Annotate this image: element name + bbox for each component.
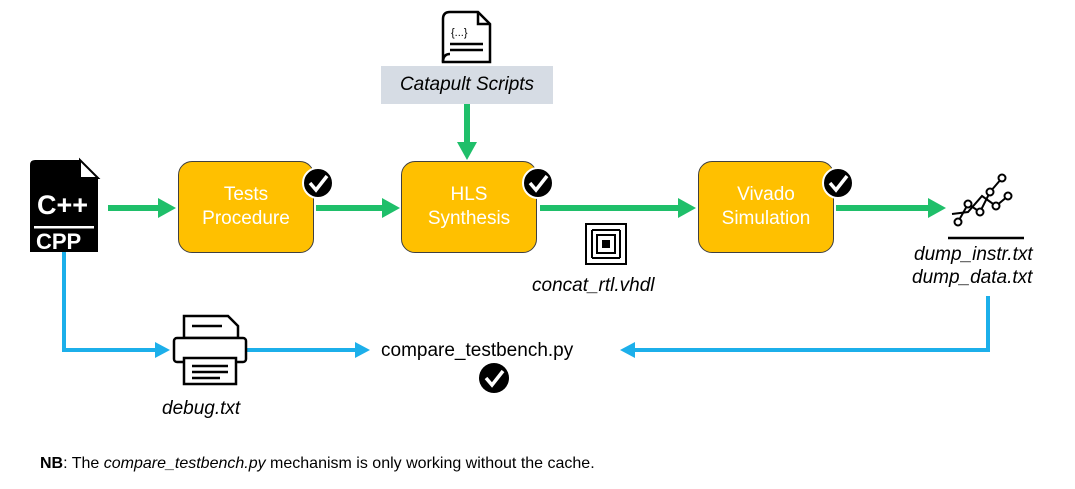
scripts-document-icon: {...} <box>441 10 492 64</box>
dump-instr-label: dump_instr.txt <box>914 244 1033 265</box>
hls-synthesis-box: HLS Synthesis <box>401 161 537 253</box>
cpp-icon-bottom: CPP <box>36 229 81 254</box>
footnote-prefix: : The <box>63 455 104 472</box>
cpp-icon-top: C++ <box>37 190 88 220</box>
printer-icon <box>172 314 248 386</box>
graph-icon <box>948 173 1024 240</box>
green-arrows <box>108 104 946 218</box>
check-icon-hls-overlay <box>522 167 554 199</box>
check-icon-compare <box>479 363 509 393</box>
check-icon-tests-overlay <box>302 167 334 199</box>
vivado-simulation-box: Vivado Simulation <box>698 161 834 253</box>
cpp-file-icon: C++ CPP <box>30 157 101 254</box>
debug-txt-label: debug.txt <box>162 398 241 419</box>
footnote: NB: The compare_testbench.py mechanism i… <box>40 455 595 473</box>
hls-line2: Synthesis <box>427 208 511 229</box>
catapult-scripts-text: Catapult Scripts <box>399 74 535 95</box>
footnote-nb: NB <box>40 455 64 472</box>
footnote-file: compare_testbench.py <box>103 455 266 472</box>
concat-rtl-label: concat_rtl.vhdl <box>532 275 655 296</box>
scripts-icon-text: {...} <box>451 27 468 39</box>
tests-line2: Procedure <box>202 208 290 229</box>
catapult-scripts-label: Catapult Scripts <box>381 66 553 104</box>
dump-data-label: dump_data.txt <box>912 267 1033 288</box>
compare-testbench-label: compare_testbench.py <box>381 340 574 361</box>
tests-line1: Tests <box>223 184 269 205</box>
arrow-dump-to-compare <box>630 296 990 352</box>
arrow-cpp-to-debug <box>62 252 160 352</box>
check-icon-vivado-overlay <box>822 167 854 199</box>
hls-line1: HLS <box>450 184 488 205</box>
footnote-suffix: mechanism is only working without the ca… <box>265 455 595 472</box>
vivado-line1: Vivado <box>737 184 795 205</box>
tests-procedure-box: Tests Procedure <box>178 161 314 253</box>
chip-icon <box>585 223 627 265</box>
vivado-line2: Simulation <box>721 208 811 229</box>
blue-arrows <box>62 252 990 358</box>
